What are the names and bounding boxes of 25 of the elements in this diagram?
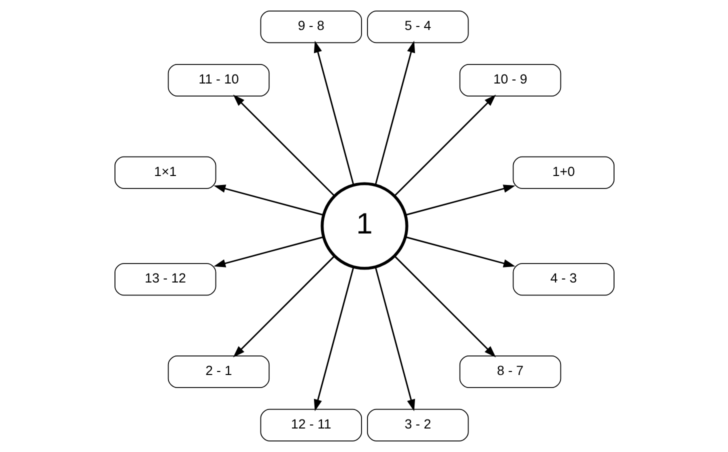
node-box: 3 - 2	[366, 408, 468, 442]
arrow	[374, 40, 415, 186]
node-box: 1×1	[114, 156, 216, 189]
node-box: 13 - 12	[114, 263, 216, 296]
arrow	[213, 184, 324, 216]
arrow	[394, 256, 496, 358]
node-box: 4 - 3	[512, 263, 614, 296]
arrow	[404, 236, 515, 268]
arrow	[313, 266, 354, 412]
node-box: 5 - 4	[366, 10, 468, 44]
arrow	[232, 94, 334, 196]
node-box: 9 - 8	[260, 10, 362, 44]
arrow	[404, 184, 515, 216]
node-box: 2 - 1	[167, 356, 270, 388]
arrow	[232, 256, 334, 358]
arrow	[213, 236, 324, 268]
node-box: 8 - 7	[458, 356, 561, 388]
arrow	[374, 266, 415, 412]
arrow	[394, 94, 496, 196]
node-box: 10 - 9	[458, 64, 561, 96]
arrow	[313, 40, 354, 186]
node-box: 1+0	[512, 156, 614, 189]
node-circle: 1	[320, 182, 408, 270]
node-box: 12 - 11	[260, 408, 362, 442]
node-box: 11 - 10	[167, 64, 270, 96]
